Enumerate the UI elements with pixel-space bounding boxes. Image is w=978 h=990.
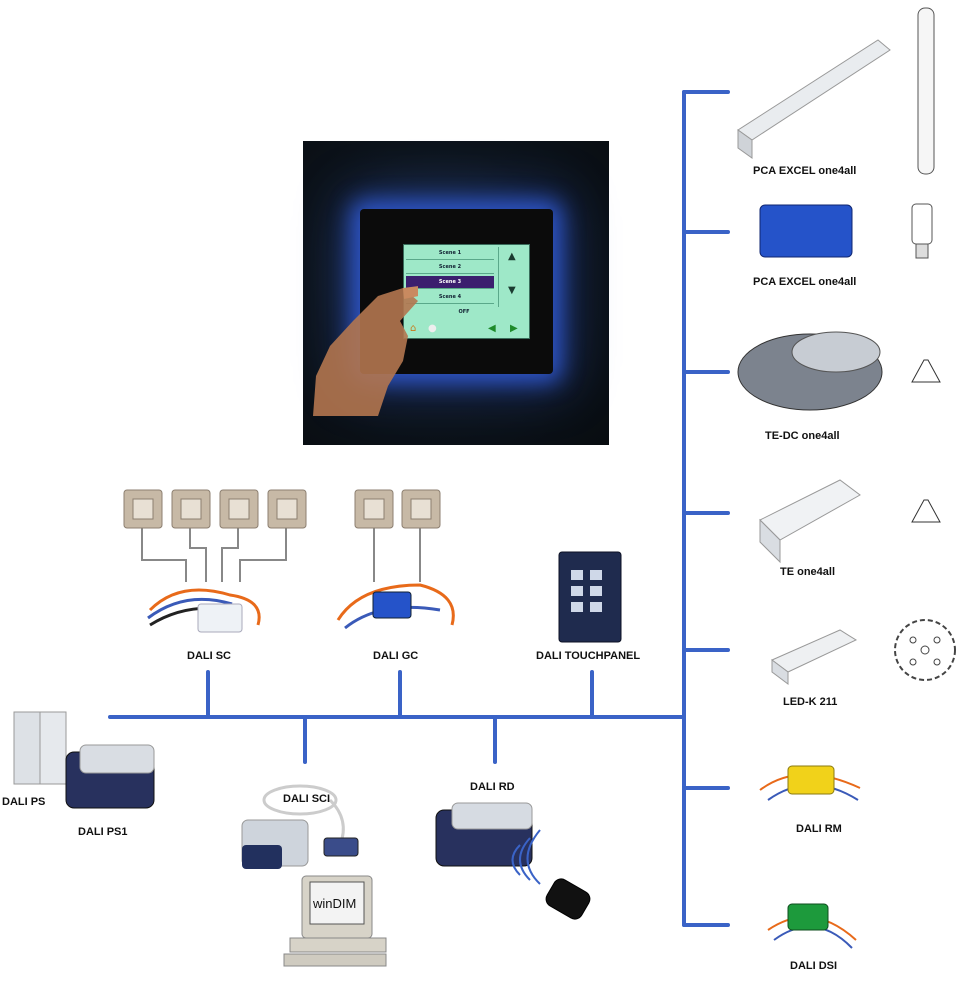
- scroll-buttons: ▲ ▼: [498, 247, 527, 307]
- dali-sci-label: DALI SCI: [283, 793, 331, 805]
- dali-rm-label: DALI RM: [796, 823, 842, 835]
- dali-ps-label: DALI PS: [2, 796, 46, 808]
- triangle-up-icon[interactable]: ▲: [508, 251, 516, 262]
- dali-touchpanel-label: DALI TOUCHPANEL: [536, 650, 641, 662]
- led-k-label: LED-K 211: [783, 696, 838, 708]
- hand-image: [313, 286, 418, 416]
- scene-3-button[interactable]: Scene 3: [406, 276, 494, 289]
- pca-excel-label-1: PCA EXCEL one4all: [753, 165, 857, 177]
- scene-2-button[interactable]: Scene 2: [406, 261, 494, 274]
- touchpanel-screen: Scene 1 Scene 2 Scene 3 Scene 4 ▲ ▼ OFF …: [403, 244, 530, 339]
- dali-ps1-label: DALI PS1: [78, 826, 128, 838]
- te-label: TE one4all: [780, 566, 836, 578]
- off-button[interactable]: OFF: [458, 309, 470, 315]
- dali-dsi-label: DALI DSI: [790, 960, 838, 972]
- dali-sc-label: DALI SC: [187, 650, 231, 662]
- scene-4-button[interactable]: Scene 4: [406, 291, 494, 304]
- pca-excel-label-2: PCA EXCEL one4all: [753, 276, 857, 288]
- dali-gc-label: DALI GC: [373, 650, 419, 662]
- windim-screen-label: winDIM: [313, 896, 357, 911]
- triangle-down-icon[interactable]: ▼: [508, 285, 516, 296]
- arrow-left-icon[interactable]: ◀: [488, 323, 496, 334]
- scene-1-button[interactable]: Scene 1: [406, 247, 494, 260]
- te-dc-label: TE-DC one4all: [765, 430, 840, 442]
- home-icon[interactable]: ⌂: [410, 323, 417, 334]
- circle-icon[interactable]: ●: [428, 323, 437, 334]
- dali-rd-label: DALI RD: [470, 781, 515, 793]
- arrow-right-icon[interactable]: ▶: [510, 323, 518, 334]
